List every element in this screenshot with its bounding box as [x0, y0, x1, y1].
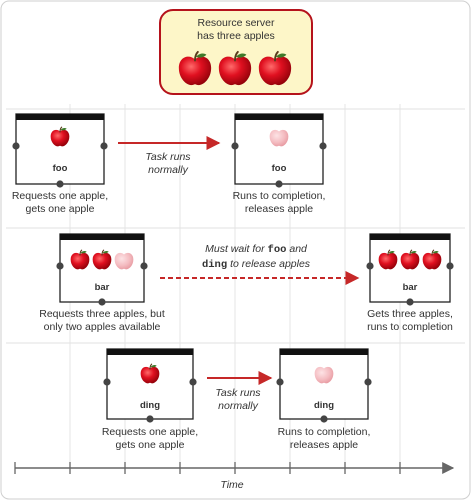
bar-request-text: only two apples available: [44, 321, 161, 333]
task-connector: [103, 378, 111, 386]
resource-title: Resource server: [197, 17, 275, 29]
task-box-header: [107, 349, 193, 355]
time-axis-ticks: [14, 462, 401, 474]
task-connector: [12, 142, 20, 150]
faded-apple-icon: [114, 252, 134, 270]
task-ding-start: ding: [103, 348, 197, 423]
task-box-header: [60, 234, 144, 240]
task-name: foo: [272, 163, 287, 174]
ding-done-text: Runs to completion,: [278, 426, 371, 438]
task-name: foo: [53, 163, 68, 174]
task-name: bar: [403, 282, 418, 293]
task-box-header: [370, 234, 450, 240]
task-connector: [146, 415, 154, 423]
task-connector: [364, 378, 372, 386]
ding-request-text: Requests one apple,: [102, 426, 198, 438]
task-connector: [319, 142, 327, 150]
task-connector: [98, 298, 106, 306]
faded-apple-icon: [314, 366, 334, 384]
task-connector: [56, 262, 64, 270]
bar-arrow-code: foo: [268, 244, 287, 256]
task-connector: [406, 298, 414, 306]
faded-apple-icon: [269, 129, 289, 147]
bar-arrow-text: Must wait for: [205, 243, 267, 255]
task-connector: [320, 415, 328, 423]
task-connector: [100, 142, 108, 150]
task-connector: [446, 262, 454, 270]
task-connector: [189, 378, 197, 386]
task-foo-start: foo: [12, 113, 108, 188]
bar-done-text: runs to completion: [367, 321, 453, 333]
task-connector: [56, 180, 64, 188]
foo-arrow-label: Task runs: [145, 151, 191, 163]
task-box-header: [16, 114, 104, 120]
bar-arrow-label: ding to release apples: [202, 258, 311, 271]
task-bar-end: bar: [366, 233, 454, 306]
time-axis-label: Time: [220, 479, 243, 491]
task-box-header: [235, 114, 323, 120]
bar-arrow-code: ding: [202, 259, 227, 271]
task-connector: [231, 142, 239, 150]
task-connector: [275, 180, 283, 188]
ding-request-text: gets one apple: [116, 439, 185, 451]
task-connector: [366, 262, 374, 270]
task-foo-end: foo: [231, 113, 327, 188]
bar-request-text: Requests three apples, but: [39, 308, 165, 320]
resource-subtitle: has three apples: [197, 30, 275, 42]
task-connector: [140, 262, 148, 270]
ding-done-text: releases apple: [290, 439, 358, 451]
task-name: ding: [140, 400, 160, 411]
bar-arrow-text: to release apples: [227, 258, 311, 270]
bar-done-text: Gets three apples,: [367, 308, 453, 320]
task-ding-end: ding: [276, 348, 372, 423]
resource-server: Resource server has three apples: [159, 9, 313, 95]
foo-request-text: gets one apple: [26, 203, 95, 215]
task-name: bar: [95, 282, 110, 293]
foo-arrow-label: normally: [148, 164, 188, 176]
bar-arrow-text: and: [286, 243, 308, 255]
task-bar-start: bar: [56, 233, 148, 306]
bar-arrow-label: Must wait for foo and: [205, 243, 308, 256]
task-box-header: [280, 349, 368, 355]
task-connector: [276, 378, 284, 386]
ding-arrow-label: normally: [218, 400, 258, 412]
foo-done-text: Runs to completion,: [233, 190, 326, 202]
ding-arrow-label: Task runs: [215, 387, 261, 399]
task-name: ding: [314, 400, 334, 411]
foo-request-text: Requests one apple,: [12, 190, 108, 202]
foo-done-text: releases apple: [245, 203, 313, 215]
